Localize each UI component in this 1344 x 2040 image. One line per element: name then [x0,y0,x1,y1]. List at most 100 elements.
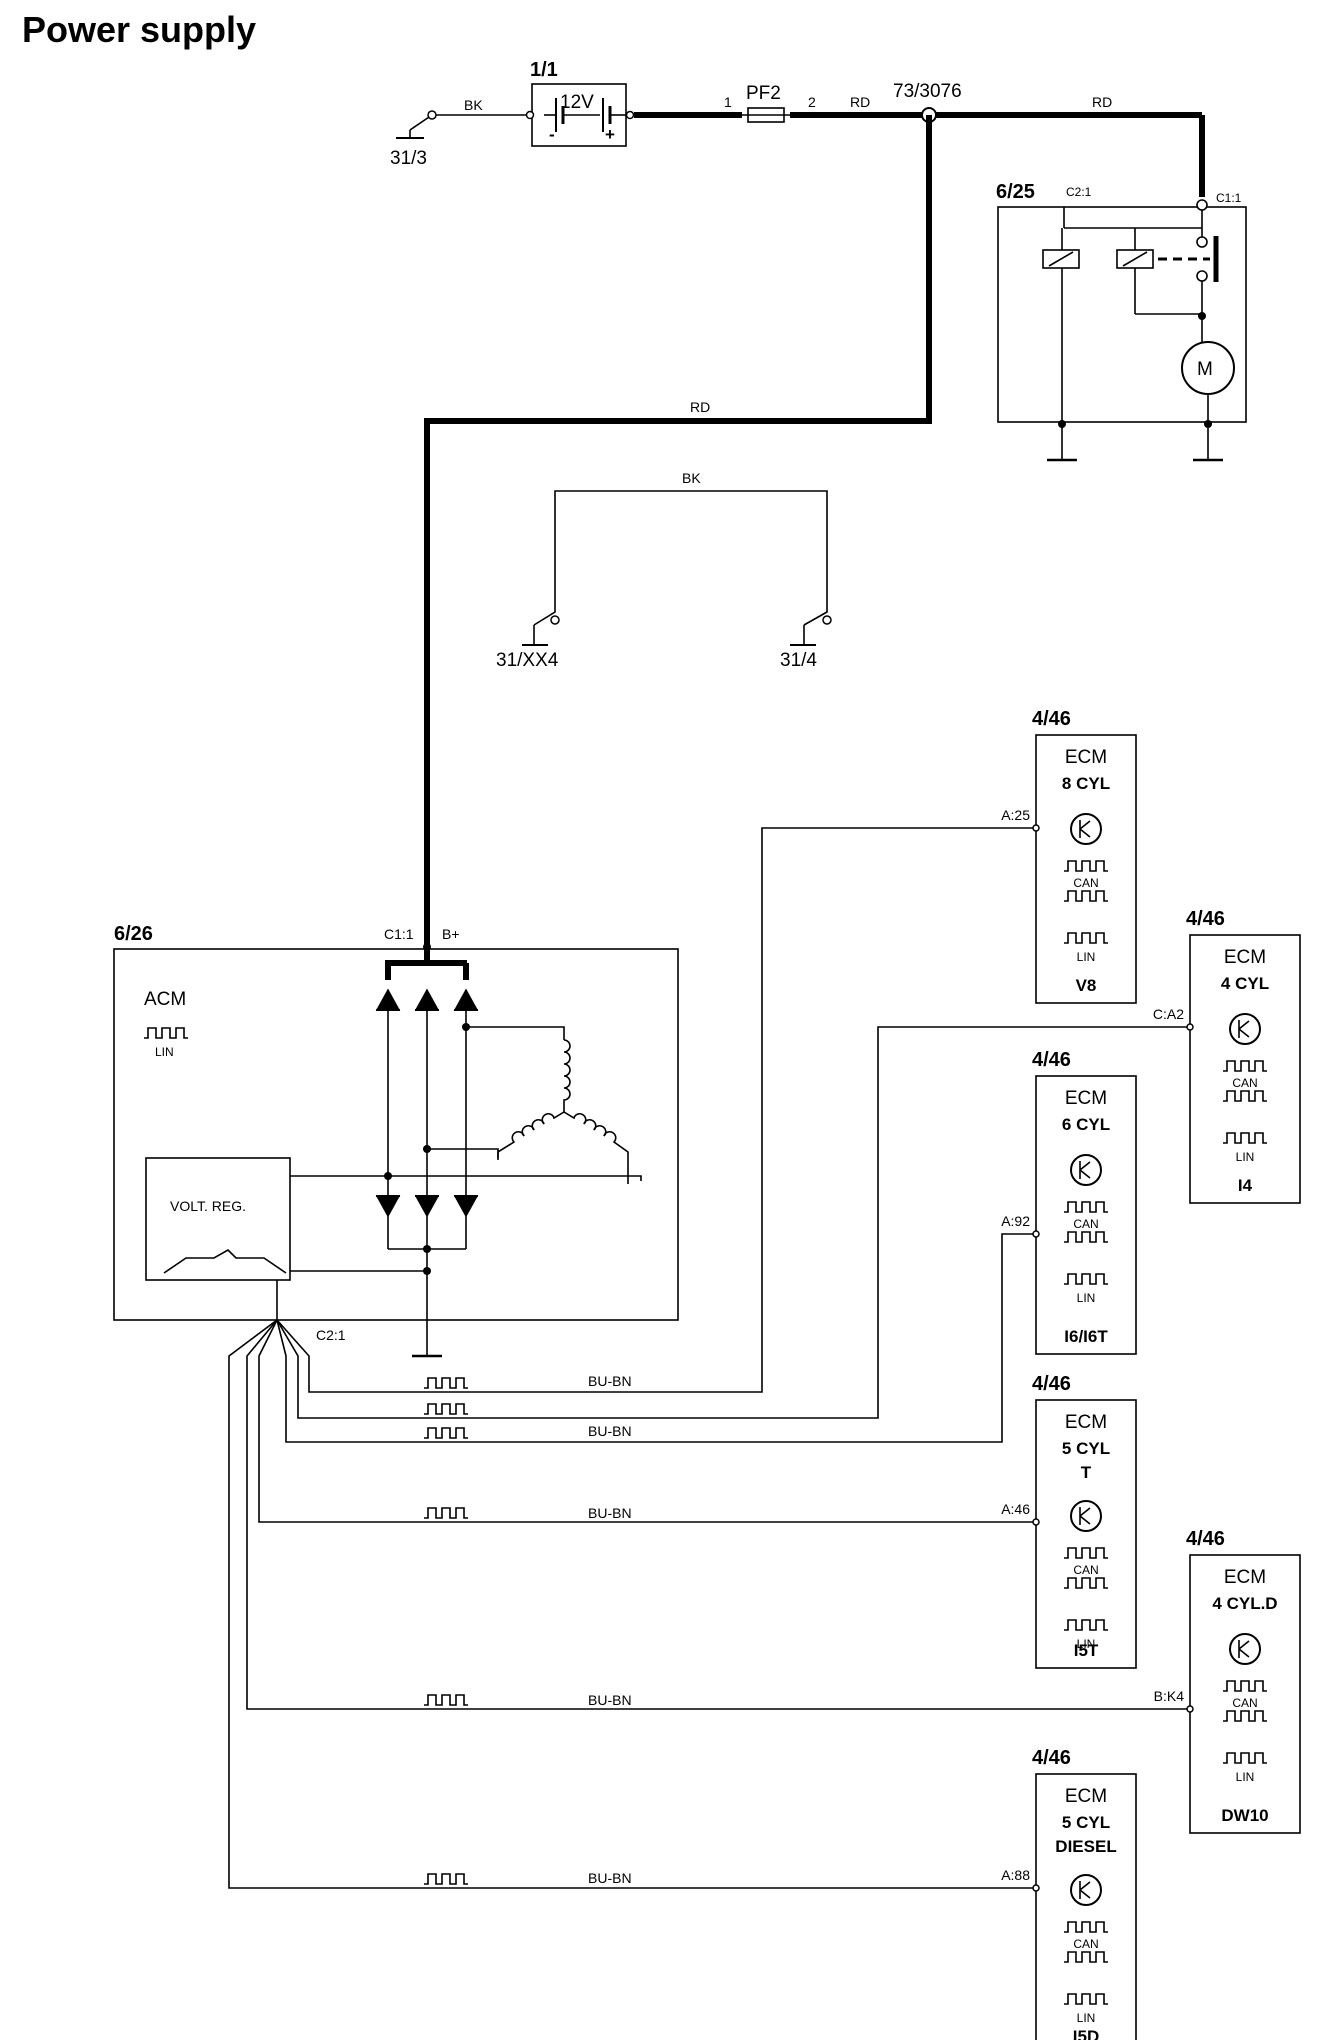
ecm-lin-signal-icon-0 [1063,932,1109,944]
ecm-can-label-4: CAN [1232,1696,1257,1710]
starter-pin-c2: C2:1 [1066,185,1092,199]
ecm-can-label-2: CAN [1073,1217,1098,1231]
ecm-title-1: ECM [1224,947,1266,968]
ecm-line1-5: 5 CYL [1062,1813,1110,1832]
lin-bus-wires [228,827,1190,1889]
ecm-pin-dot-5 [1032,1884,1040,1892]
ecm-ref-2: 4/46 [1032,1049,1071,1071]
fuse-name: PF2 [746,83,781,104]
ecm-transistor-icon-3 [1070,1500,1102,1532]
wire-bu-bn-label-3: BU-BN [588,1505,632,1521]
alternator-pin-c2: C2:1 [316,1327,346,1343]
wire-rd-label-b: RD [1092,94,1112,110]
ecm-lin-signal-icon-4 [1222,1752,1268,1764]
ecm-lin-signal-icon-3 [1063,1619,1109,1631]
ecm-line2-5: DIESEL [1055,1837,1116,1856]
wire-bk-ground-link [533,490,828,626]
ecm-transistor-icon-5 [1070,1874,1102,1906]
ecm-pin-dot-2 [1032,1230,1040,1238]
ecm-box-2 [1035,1075,1137,1355]
starter-pin-c1: C1:1 [1216,191,1242,205]
wire-bu-bn-label-5: BU-BN [588,1870,632,1886]
splice-label: 73/3076 [893,81,962,102]
ecm-variant-0: V8 [1076,976,1097,995]
ecm-can-signal-icon-1 [1222,1060,1268,1072]
starter-motor-label: M [1197,359,1213,380]
alternator-box [113,948,679,1321]
ecm-ref-5: 4/46 [1032,1747,1071,1769]
ecm-pin-dot-3 [1032,1518,1040,1526]
fuse-pin-2: 2 [808,94,816,110]
ecm-lin-label-0: LIN [1077,950,1096,964]
battery-ref: 1/1 [530,59,558,81]
ground-31-3-label: 31/3 [390,148,427,169]
ecm-pin-dot-4 [1186,1705,1194,1713]
ecm-transistor-glyph-5 [1079,1881,1091,1899]
wire-rd-label-c: RD [690,399,710,415]
ecm-title-0: ECM [1065,747,1107,768]
ecm-can-signal-icon-3 [1063,1547,1109,1559]
alternator-ref: 6/26 [114,923,153,945]
ecm-line2-3: T [1081,1463,1092,1482]
ecm-box-0 [1035,734,1137,1004]
battery-minus: - [549,125,555,144]
starter-box [997,206,1247,423]
alternator-lin-label: LIN [155,1045,174,1059]
ecm-transistor-glyph-4 [1238,1640,1250,1658]
wire-rd-label-a: RD [850,94,870,110]
alternator-pin-c1: C1:1 [384,926,414,942]
ecm-can-signal-icon-b-0 [1063,890,1109,902]
ecm-line1-3: 5 CYL [1062,1439,1110,1458]
ecm-lin-signal-icon-2 [1063,1273,1109,1285]
ecm-can-signal-icon-b-1 [1222,1090,1268,1102]
ecm-ref-4: 4/46 [1186,1528,1225,1550]
ecm-title-4: ECM [1224,1567,1266,1588]
lin-signal-icon-4 [423,1507,469,1519]
ecm-pin-label-5: A:88 [1001,1867,1030,1883]
ecm-lin-label-2: LIN [1077,1291,1096,1305]
ecm-ref-1: 4/46 [1186,908,1225,930]
stator-windings [388,1026,642,1184]
ground-31-xx4-label: 31/XX4 [496,650,559,671]
ecm-transistor-glyph-3 [1079,1507,1091,1525]
page-title: Power supply [22,9,256,50]
ecm-can-signal-icon-b-3 [1063,1577,1109,1589]
battery-symbol [525,83,635,147]
ecm-variant-3: I5T [1074,1641,1099,1660]
ecm-variant-4: DW10 [1221,1806,1268,1825]
alternator-lin-signal-icon [143,1027,189,1039]
ecm-pin-dot-0 [1032,824,1040,832]
ecm-title-5: ECM [1065,1786,1107,1807]
ecm-box-4 [1189,1554,1301,1834]
ecm-box-5 [1035,1773,1137,2040]
ecm-line1-2: 6 CYL [1062,1115,1110,1134]
ecm-variant-5: I5D [1073,2027,1099,2040]
ecm-can-signal-icon-b-5 [1063,1951,1109,1963]
ecm-transistor-icon-1 [1229,1013,1261,1045]
ecm-can-signal-icon-b-2 [1063,1231,1109,1243]
battery-plus: + [605,125,615,144]
ecm-line1-4: 4 CYL.D [1212,1594,1277,1613]
ecm-pin-dot-1 [1186,1023,1194,1031]
alternator-name: ACM [144,989,186,1010]
voltage-regulator-curve [163,1249,287,1274]
ecm-variant-1: I4 [1238,1176,1253,1195]
ecm-can-signal-icon-5 [1063,1921,1109,1933]
ecm-title-3: ECM [1065,1412,1107,1433]
ecm-can-label-0: CAN [1073,876,1098,890]
ecm-lin-label-1: LIN [1236,1150,1255,1164]
lin-signal-icon-1 [423,1377,469,1389]
ecm-lin-signal-icon-5 [1063,1993,1109,2005]
ecm-lin-label-5: LIN [1077,2011,1096,2025]
ecm-ref-0: 4/46 [1032,708,1071,730]
ecm-box-1 [1189,934,1301,1204]
ecm-lin-label-4: LIN [1236,1770,1255,1784]
ecm-pin-label-2: A:92 [1001,1213,1030,1229]
ecm-transistor-icon-4 [1229,1633,1261,1665]
fuse-pin-1: 1 [724,94,732,110]
ecm-title-2: ECM [1065,1088,1107,1109]
ecm-pin-label-1: C:A2 [1153,1006,1184,1022]
